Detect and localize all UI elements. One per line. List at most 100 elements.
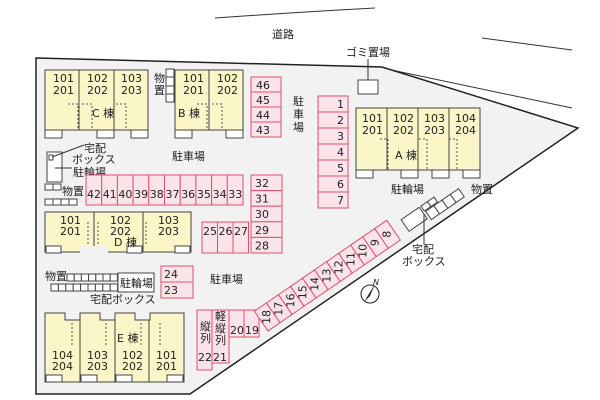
parking-space: 4 — [317, 143, 349, 161]
storage-label-a: 物置 — [471, 182, 493, 196]
svg-text:102: 102 — [110, 214, 131, 227]
unit-b-102: 102 — [217, 72, 238, 85]
svg-text:ボックス: ボックス — [402, 255, 446, 268]
parking-number: 19 — [245, 324, 259, 337]
storage-label-d: 物置 — [45, 269, 67, 283]
parking-number: 8 — [381, 231, 394, 238]
bicycle-storage-a — [400, 187, 465, 232]
bicycle-label-d: 駐輪場 — [120, 276, 153, 290]
svg-text:202: 202 — [122, 360, 143, 373]
parking-number: 27 — [234, 225, 248, 238]
parking-number: 39 — [134, 188, 148, 201]
svg-text:103: 103 — [424, 112, 445, 125]
bicycle-parking-d — [117, 272, 155, 293]
parking-number: 45 — [256, 94, 270, 107]
parking-number: 33 — [228, 188, 242, 201]
parking-number: 30 — [255, 208, 269, 221]
parking-number: 29 — [255, 224, 269, 237]
parking-space: 14 — [301, 269, 329, 299]
svg-text:102: 102 — [393, 112, 414, 125]
svg-text:縦: 縦 — [215, 322, 226, 335]
parking-space: 11 — [337, 244, 365, 274]
building-c-name: C 棟 — [92, 106, 114, 120]
unit-c-201: 201 — [53, 84, 74, 97]
parking-number: 2 — [337, 114, 344, 127]
parking-space: 33 — [226, 174, 244, 206]
parking-space: 43 — [250, 121, 282, 138]
svg-text:列: 列 — [200, 331, 211, 345]
unit-c-102: 102 — [87, 72, 108, 85]
svg-text:車: 車 — [293, 107, 304, 121]
storage-row — [50, 273, 119, 292]
parking-number: 43 — [256, 124, 270, 137]
parking-number: 9 — [368, 239, 381, 246]
svg-text:縦: 縦 — [200, 320, 211, 333]
road-edge-lower — [381, 67, 573, 109]
svg-text:201: 201 — [362, 124, 383, 137]
svg-text:101: 101 — [362, 112, 383, 125]
svg-text:203: 203 — [87, 360, 108, 373]
parking-number: 28 — [255, 239, 269, 252]
parking-label-v: 駐 — [293, 94, 304, 108]
parking-space: 3 — [317, 127, 349, 145]
svg-text:204: 204 — [455, 124, 476, 137]
parking-number: 15 — [296, 285, 309, 299]
parking-number: 18 — [260, 310, 273, 324]
parking-number: 38 — [150, 188, 164, 201]
svg-text:201: 201 — [60, 225, 81, 238]
parking-space: 37 — [164, 174, 181, 206]
parking-space: 1 — [317, 95, 349, 113]
parking-number: 5 — [337, 162, 344, 175]
storage-label-c: 物置 — [62, 184, 84, 198]
parking-space: 25 — [201, 221, 218, 254]
parking-space: 44 — [250, 106, 282, 123]
parking-space: 30 — [250, 205, 283, 223]
unit-c-203: 203 — [121, 84, 142, 97]
parking-space: 15 — [289, 277, 317, 307]
building-d-name: D 棟 — [114, 235, 137, 249]
delivery-label-d: 宅配ボックス — [90, 292, 156, 306]
parking-space: 10 — [349, 236, 377, 266]
parking-space: 28 — [250, 236, 283, 254]
svg-text:103: 103 — [158, 214, 179, 227]
parking-space: 2 — [317, 111, 349, 129]
svg-text:104: 104 — [455, 112, 476, 125]
parking-number: 12 — [332, 260, 345, 274]
parking-label-2: 駐車場 — [210, 272, 243, 286]
delivery-label-a: 宅配 — [412, 242, 434, 256]
svg-text:列: 列 — [215, 333, 226, 347]
storage-b: 物 置 — [154, 68, 175, 103]
svg-text:置: 置 — [154, 84, 165, 97]
parking-space: 29 — [250, 221, 283, 238]
building-a-name: A 棟 — [395, 148, 417, 162]
svg-text:201: 201 — [156, 360, 177, 373]
svg-text:場: 場 — [293, 121, 304, 134]
parking-space: 20 — [228, 309, 245, 338]
parking-space: 31 — [250, 190, 283, 207]
parking-number: 17 — [272, 302, 285, 316]
svg-text:204: 204 — [52, 360, 73, 373]
unit-c-101: 101 — [53, 72, 74, 85]
parking-number: 14 — [308, 277, 321, 291]
parking-space: 7 — [317, 191, 349, 209]
parking-space: 42 — [85, 174, 103, 206]
parking-number: 13 — [320, 269, 333, 283]
garbage-label: ゴミ置場 — [346, 45, 390, 59]
parking-number: 7 — [337, 194, 344, 207]
garbage-area — [357, 79, 379, 95]
parking-number: 40 — [118, 188, 132, 201]
parking-number: 44 — [256, 109, 270, 122]
parking-number: 3 — [337, 130, 344, 143]
road-edge-top — [214, 7, 376, 19]
parking-number: 31 — [255, 193, 269, 206]
unit-b-202: 202 — [217, 84, 238, 97]
unit-b-101: 101 — [183, 72, 204, 85]
parking-number: 20 — [230, 324, 244, 337]
bicycle-label-a: 駐輪場 — [391, 182, 424, 196]
